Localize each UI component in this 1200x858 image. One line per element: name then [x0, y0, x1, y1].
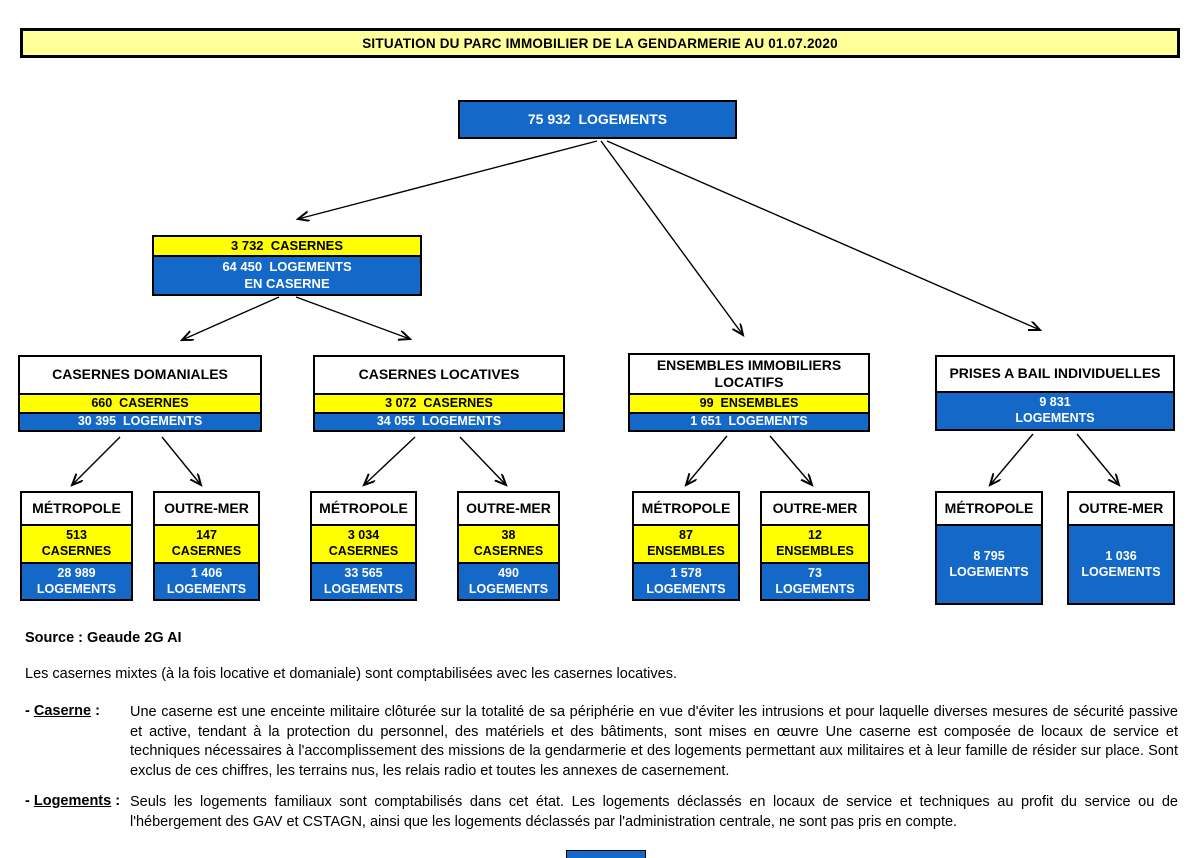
node-domaniales-outremer-logements: 1 406 LOGEMENTS — [155, 562, 258, 599]
node-locatives-outremer-logements: 490 LOGEMENTS — [459, 562, 558, 599]
node-total-logements: 75 932 LOGEMENTS — [458, 100, 737, 139]
node-prises-a-bail-logements: 9 831 LOGEMENTS — [937, 391, 1173, 429]
node-locatives-outremer-title: OUTRE-MER — [459, 493, 558, 524]
node-ensembles-outremer-logements: 73 LOGEMENTS — [762, 562, 868, 599]
node-domaniales-outremer-title: OUTRE-MER — [155, 493, 258, 524]
next-page-box-fragment — [566, 850, 646, 858]
node-casernes-domaniales-title: CASERNES DOMANIALES — [20, 357, 260, 393]
caserne-term: - Caserne : — [25, 703, 100, 719]
node-casernes-locatives: CASERNES LOCATIVES 3 072 CASERNES 34 055… — [313, 355, 565, 432]
node-locatives-metropole-count: 3 034 CASERNES — [312, 524, 415, 562]
node-ensembles-outremer: OUTRE-MER 12 ENSEMBLES 73 LOGEMENTS — [760, 491, 870, 601]
node-domaniales-metropole-title: MÉTROPOLE — [22, 493, 131, 524]
source-label: Source : Geaude 2G AI — [25, 630, 182, 646]
node-casernes-total: 3 732 CASERNES 64 450 LOGEMENTS EN CASER… — [152, 235, 422, 296]
node-bail-metropole-logements: 8 795 LOGEMENTS — [937, 524, 1041, 603]
node-casernes-domaniales-count: 660 CASERNES — [20, 393, 260, 412]
node-locatives-outremer-count: 38 CASERNES — [459, 524, 558, 562]
node-casernes-locatives-count: 3 072 CASERNES — [315, 393, 563, 412]
node-ensembles-immobiliers-logements: 1 651 LOGEMENTS — [630, 412, 868, 430]
node-bail-outremer-logements: 1 036 LOGEMENTS — [1069, 524, 1173, 603]
node-casernes-locatives-title: CASERNES LOCATIVES — [315, 357, 563, 393]
node-bail-metropole: MÉTROPOLE 8 795 LOGEMENTS — [935, 491, 1043, 605]
node-casernes-total-count: 3 732 CASERNES — [154, 237, 420, 255]
node-domaniales-outremer-count: 147 CASERNES — [155, 524, 258, 562]
caserne-definition: Une caserne est une enceinte militaire c… — [130, 704, 1178, 779]
mixed-casernes-note: Les casernes mixtes (à la fois locative … — [25, 666, 677, 682]
node-ensembles-immobiliers-title: ENSEMBLES IMMOBILIERS LOCATIFS — [630, 355, 868, 393]
node-ensembles-metropole: MÉTROPOLE 87 ENSEMBLES 1 578 LOGEMENTS — [632, 491, 740, 601]
node-bail-outremer-title: OUTRE-MER — [1069, 493, 1173, 524]
node-bail-outremer: OUTRE-MER 1 036 LOGEMENTS — [1067, 491, 1175, 605]
node-domaniales-metropole-logements: 28 989 LOGEMENTS — [22, 562, 131, 599]
page-title-text: SITUATION DU PARC IMMOBILIER DE LA GENDA… — [362, 35, 838, 51]
node-prises-a-bail-title: PRISES A BAIL INDIVIDUELLES — [937, 357, 1173, 391]
node-locatives-metropole-logements: 33 565 LOGEMENTS — [312, 562, 415, 599]
node-casernes-locatives-logements: 34 055 LOGEMENTS — [315, 412, 563, 430]
node-locatives-metropole: MÉTROPOLE 3 034 CASERNES 33 565 LOGEMENT… — [310, 491, 417, 601]
logements-definition: Seuls les logements familiaux sont compt… — [130, 794, 1178, 830]
node-prises-a-bail: PRISES A BAIL INDIVIDUELLES 9 831 LOGEME… — [935, 355, 1175, 431]
node-casernes-total-logements: 64 450 LOGEMENTS EN CASERNE — [154, 255, 420, 294]
node-locatives-metropole-title: MÉTROPOLE — [312, 493, 415, 524]
node-ensembles-metropole-count: 87 ENSEMBLES — [634, 524, 738, 562]
node-domaniales-outremer: OUTRE-MER 147 CASERNES 1 406 LOGEMENTS — [153, 491, 260, 601]
logements-term: - Logements : — [25, 793, 121, 809]
node-ensembles-immobiliers-count: 99 ENSEMBLES — [630, 393, 868, 412]
node-locatives-outremer: OUTRE-MER 38 CASERNES 490 LOGEMENTS — [457, 491, 560, 601]
page-title: SITUATION DU PARC IMMOBILIER DE LA GENDA… — [20, 28, 1180, 58]
node-ensembles-outremer-title: OUTRE-MER — [762, 493, 868, 524]
node-ensembles-immobiliers: ENSEMBLES IMMOBILIERS LOCATIFS 99 ENSEMB… — [628, 353, 870, 432]
node-domaniales-metropole: MÉTROPOLE 513 CASERNES 28 989 LOGEMENTS — [20, 491, 133, 601]
node-casernes-domaniales: CASERNES DOMANIALES 660 CASERNES 30 395 … — [18, 355, 262, 432]
node-bail-metropole-title: MÉTROPOLE — [937, 493, 1041, 524]
node-ensembles-metropole-logements: 1 578 LOGEMENTS — [634, 562, 738, 599]
node-total-logements-value: 75 932 LOGEMENTS — [460, 102, 735, 137]
node-ensembles-metropole-title: MÉTROPOLE — [634, 493, 738, 524]
node-ensembles-outremer-count: 12 ENSEMBLES — [762, 524, 868, 562]
node-casernes-domaniales-logements: 30 395 LOGEMENTS — [20, 412, 260, 430]
node-domaniales-metropole-count: 513 CASERNES — [22, 524, 131, 562]
